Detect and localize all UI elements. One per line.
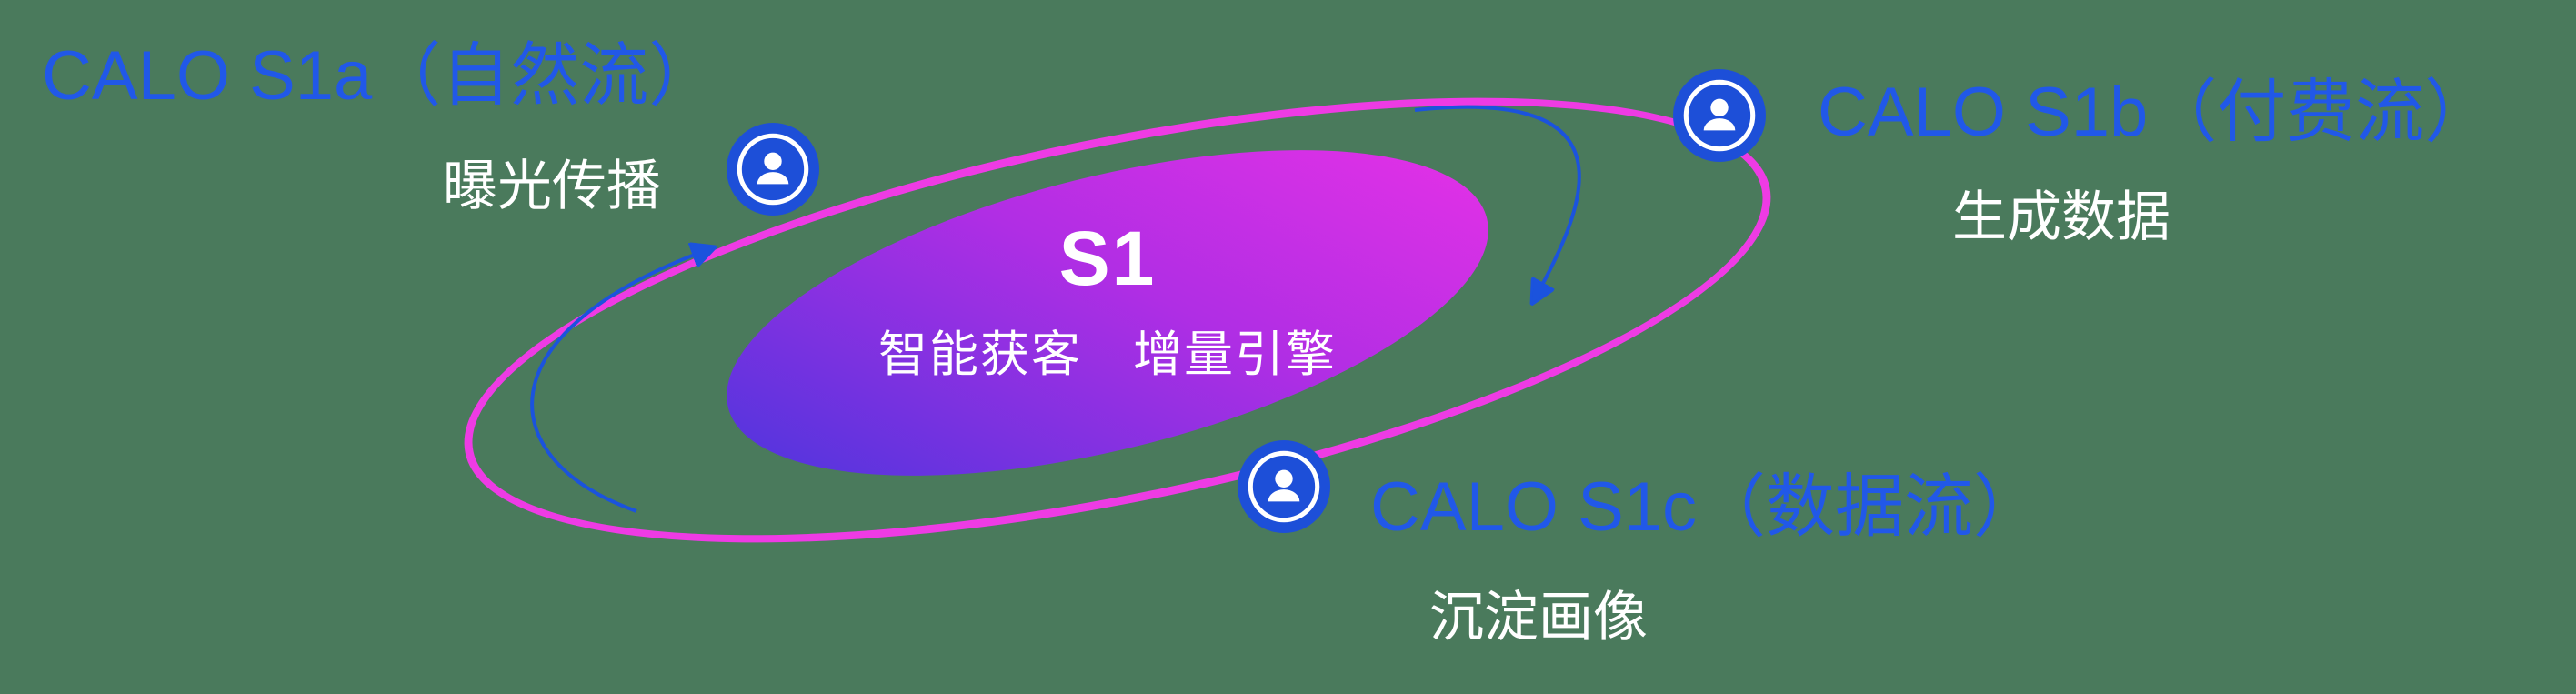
label-s1b-title: CALO S1b（付费流） — [1818, 74, 2494, 151]
label-s1a-title: CALO S1a（自然流） — [42, 37, 718, 115]
label-s1a-subtitle: 曝光传播 — [443, 156, 661, 216]
user-icon-s1c — [1238, 440, 1330, 533]
core-text: S1 智能获客 增量引擎 — [835, 215, 1380, 386]
label-s1c-title: CALO S1c（数据流） — [1370, 468, 2043, 546]
user-icon-s1b — [1673, 69, 1766, 162]
core-title: S1 — [1058, 216, 1157, 301]
label-s1b-subtitle: 生成数据 — [1952, 186, 2170, 247]
flow-arrow-right — [1414, 105, 1581, 298]
user-icon-s1a — [727, 123, 819, 216]
flow-arrow-left — [530, 249, 709, 513]
core-subtitle: 智能获客 增量引擎 — [878, 327, 1337, 382]
label-s1c-subtitle: 沉淀画像 — [1429, 587, 1648, 648]
